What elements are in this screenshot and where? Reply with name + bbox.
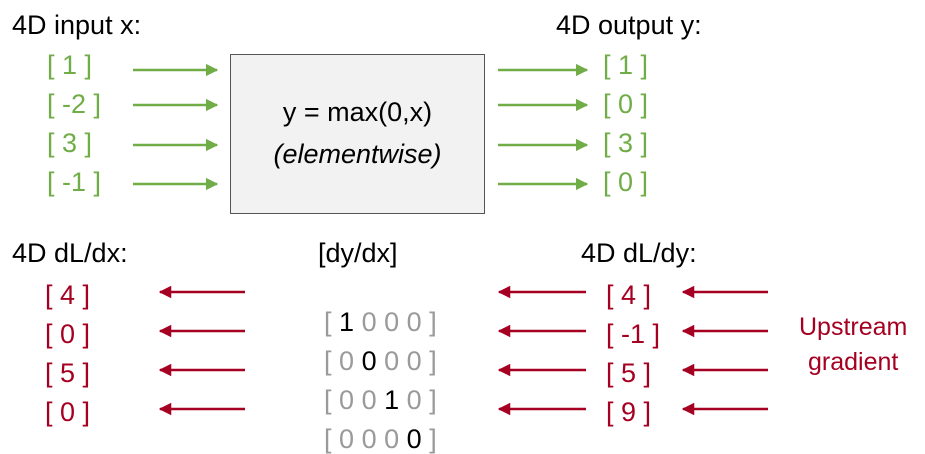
input-value: [ -1 ] (47, 167, 102, 197)
jacobian-entry: 0 (339, 346, 355, 376)
jacobian-entry: 1 (384, 385, 400, 415)
dldx-value: [ 4 ] (45, 280, 91, 310)
jacobian-row: [ 0 0 1 0 ] (324, 385, 437, 415)
jacobian-entry: 0 (384, 346, 400, 376)
dldy-value: [ 4 ] (606, 280, 652, 310)
jacobian-row: [ 0 0 0 0 ] (324, 346, 437, 376)
jacobian-entry: 0 (384, 307, 400, 337)
jacobian-entry: 0 (361, 307, 377, 337)
dldy-value: [ 5 ] (606, 358, 652, 388)
relu-operation-box: y = max(0,x) (elementwise) (230, 54, 485, 214)
elementwise-note: (elementwise) (273, 139, 442, 169)
output-value: [ 3 ] (603, 128, 649, 158)
output-title: 4D output y: (556, 10, 702, 40)
dldx-value: [ 5 ] (45, 358, 91, 388)
jacobian-entry: 0 (361, 385, 377, 415)
jacobian-entry: 0 (406, 307, 422, 337)
input-value: [ 1 ] (47, 50, 93, 80)
dldy-title: 4D dL/dy: (581, 238, 697, 268)
output-value: [ 1 ] (603, 50, 649, 80)
jacobian-row: [ 1 0 0 0 ] (324, 307, 437, 337)
dldx-value: [ 0 ] (45, 397, 91, 427)
jacobian-entry: 0 (406, 385, 422, 415)
relu-equation: y = max(0,x) (282, 97, 433, 127)
input-value: [ 3 ] (47, 128, 93, 158)
dldy-value: [ -1 ] (606, 319, 661, 349)
upstream-label: Upstream (799, 313, 908, 341)
output-value: [ 0 ] (603, 167, 649, 197)
input-value: [ -2 ] (47, 89, 102, 119)
dldx-title: 4D dL/dx: (12, 238, 128, 268)
output-value: [ 0 ] (603, 89, 649, 119)
arrows-layer (133, 63, 768, 416)
dldx-value: [ 0 ] (45, 319, 91, 349)
upstream-label: gradient (808, 348, 899, 376)
jacobian-entry: 0 (339, 385, 355, 415)
jacobian-entry: 0 (361, 346, 377, 376)
input-title: 4D input x: (12, 10, 142, 40)
jacobian-entry: 0 (406, 346, 422, 376)
jacobian-entry: 1 (339, 307, 355, 337)
dldy-value: [ 9 ] (606, 397, 652, 427)
jacobian-title: [dy/dx] (318, 238, 398, 268)
